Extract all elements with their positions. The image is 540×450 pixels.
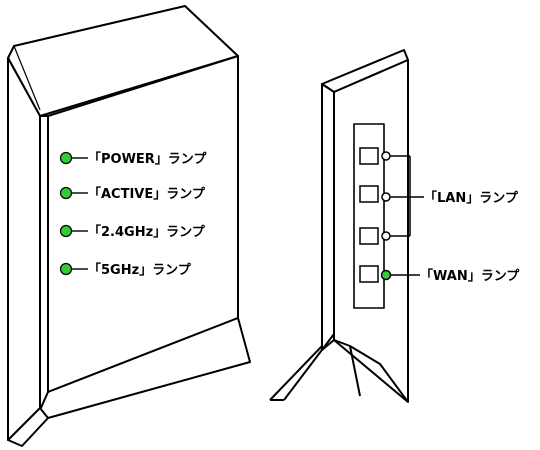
wan-lamp-label: 「WAN」ランプ (420, 268, 520, 284)
led-lamp-icon (380, 269, 392, 281)
led-lamp-icon (59, 262, 73, 276)
router-side-view (269, 49, 409, 403)
lan-lamp-group: 「LAN」ランプ (381, 151, 519, 241)
lan-ports (359, 147, 379, 245)
wan-port (359, 265, 379, 283)
led-lamp-icon (59, 224, 73, 238)
port-icon (359, 265, 379, 283)
port-icon (359, 147, 379, 165)
front-lamp-power: 「POWER」ランプ (59, 151, 207, 167)
lan-lamp-label: 「LAN」ランプ (424, 190, 519, 206)
lamp-label: 「5GHz」ランプ (88, 262, 192, 278)
led-lamp-icon (381, 231, 391, 241)
router-side-edge (321, 83, 335, 351)
front-lamp-5ghz: 「5GHz」ランプ (59, 262, 192, 278)
led-lamp-icon (381, 151, 391, 161)
router-front-view (7, 5, 251, 447)
port-icon (359, 227, 379, 245)
lamp-label: 「ACTIVE」ランプ (88, 186, 206, 202)
lamp-label: 「POWER」ランプ (88, 151, 207, 167)
led-lamp-icon (59, 186, 73, 200)
port-icon (359, 185, 379, 203)
led-lamp-icon (59, 151, 73, 165)
lamp-label: 「2.4GHz」ランプ (88, 224, 206, 240)
router-stand-leg (7, 407, 49, 447)
front-lamp-active: 「ACTIVE」ランプ (59, 186, 206, 202)
router-left-side (7, 57, 41, 441)
wan-lamp-group: 「WAN」ランプ (380, 268, 520, 284)
router-side-stand (283, 333, 335, 401)
router-left-bevel (39, 115, 49, 419)
front-lamp-24ghz: 「2.4GHz」ランプ (59, 224, 206, 240)
led-lamp-icon (381, 192, 391, 202)
